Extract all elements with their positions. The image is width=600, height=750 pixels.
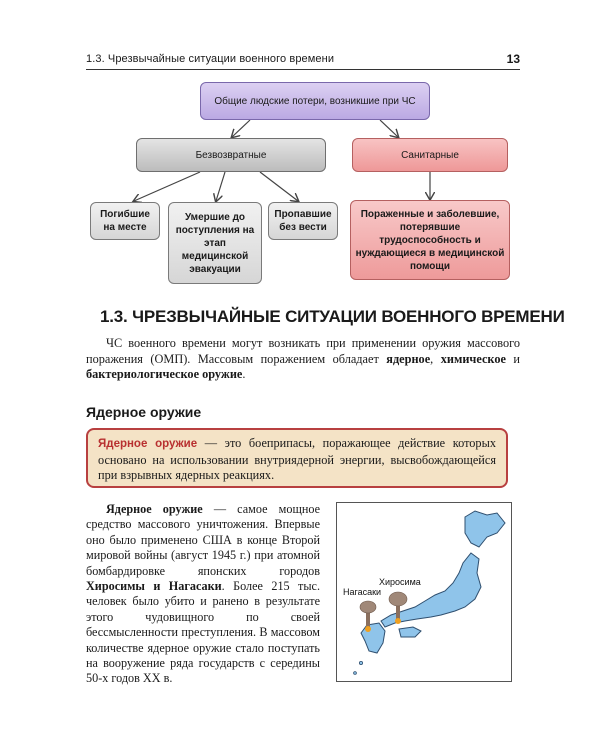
arrow-to-dead [134,171,201,201]
diagram-root-node: Общие людские потери, возникшие при ЧС [200,82,430,120]
arrow-root-sanitary [379,119,398,137]
arrow-to-missing [259,171,298,201]
diagram-leaf-injured: Пораженные и заболевшие, потерявшие труд… [350,200,510,280]
nagasaki-cloud-icon [359,600,377,632]
island-small [353,671,357,675]
definition-term: Ядерное оружие [98,438,198,450]
diagram-connectors [0,119,600,300]
arrow-root-irreversible [232,119,251,137]
island-shikoku [398,626,422,638]
label-nagasaki: Нагасаки [343,587,381,597]
page-number: 13 [506,52,520,66]
arrow-to-died-evac [216,171,226,201]
definition-text: — это боеприпасы, поражающее действие ко… [98,436,496,482]
nuclear-paragraph: Ядерное оружие — самое мощное средство м… [86,502,321,686]
diagram-node-irreversible: Безвозвратные [136,138,326,172]
island-hokkaido [464,510,506,548]
island-kyushu [360,622,386,654]
subsection-title: Ядерное оружие [86,404,202,420]
diagram-leaf-dead: Погибшие на месте [90,202,160,240]
diagram-leaf-missing: Пропавшие без вести [268,202,338,240]
island-small [358,660,363,665]
section-title: 1.3. ЧРЕЗВЫЧАЙНЫЕ СИТУАЦИИ ВОЕННОГО ВРЕМ… [100,307,565,326]
hiroshima-cloud-icon [388,591,408,624]
diagram-node-sanitary: Санитарные [352,138,508,172]
running-head-title: 1.3. Чрезвычайные ситуации военного врем… [86,53,335,65]
intro-paragraph: ЧС военного времени могут возникать при … [86,336,520,381]
definition-box: Ядерное оружие — это боеприпасы, поражаю… [86,428,508,488]
japan-map: Хиросима Нагасаки [336,502,512,682]
island-honshu [380,552,482,628]
label-hiroshima: Хиросима [379,577,421,587]
running-head: 1.3. Чрезвычайные ситуации военного врем… [86,52,520,70]
japan-map-graphic: Хиросима Нагасаки [343,510,506,675]
diagram-leaf-died-evac: Умершие до поступления на этап медицинск… [168,202,262,284]
